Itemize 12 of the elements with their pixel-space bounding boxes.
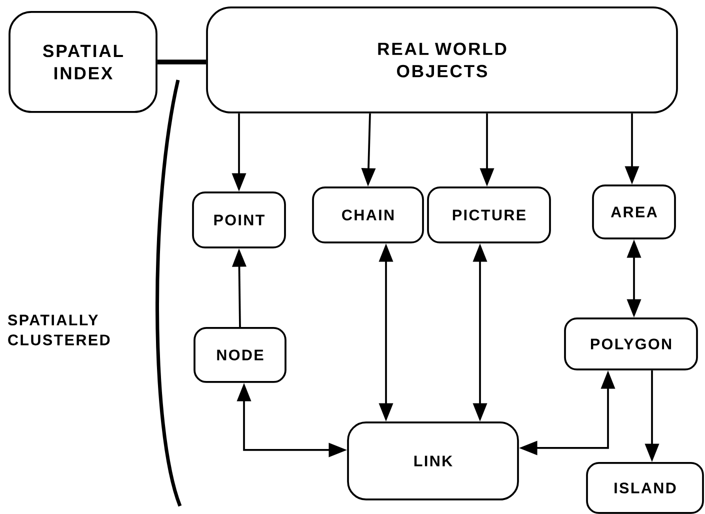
box: PICTURE — [427, 186, 551, 244]
box: POINT — [192, 192, 286, 248]
box: CHAIN — [312, 186, 424, 244]
box: ISLAND — [586, 462, 704, 514]
side-label: SPATIALLY CLUSTERED — [8, 314, 110, 346]
box: LINK — [347, 422, 519, 500]
box: POLYGON — [564, 318, 698, 370]
box: REAL WORLD OBJECTS — [206, 6, 678, 114]
box: NODE — [194, 327, 286, 383]
connector-line — [157, 60, 206, 64]
box: SPATIAL INDEX — [8, 11, 158, 113]
box: AREA — [592, 184, 676, 240]
